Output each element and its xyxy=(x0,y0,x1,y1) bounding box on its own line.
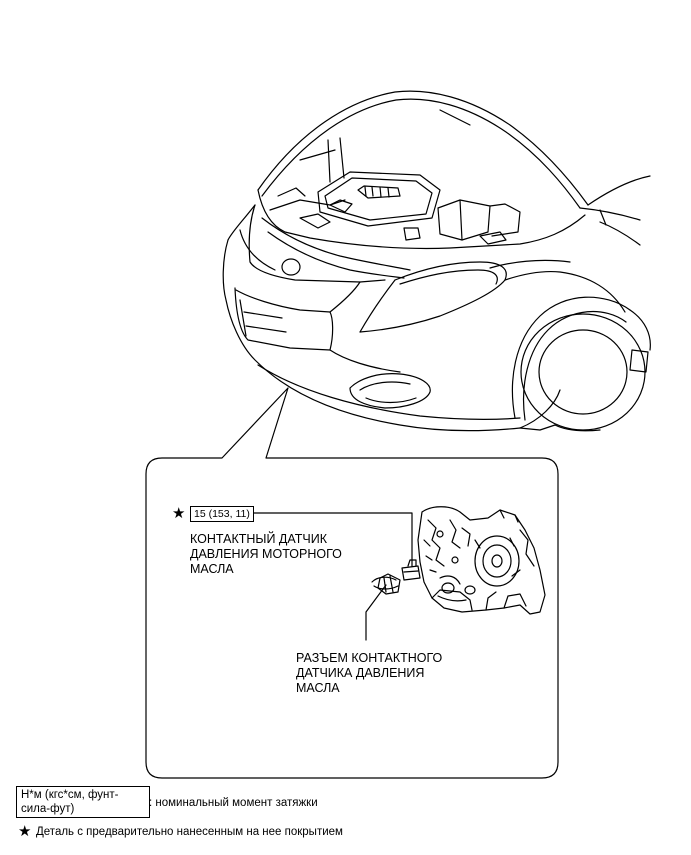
car-front-illustration xyxy=(222,90,651,432)
engine-block-illustration xyxy=(417,506,546,615)
oil-pressure-switch-label: КОНТАКТНЫЙ ДАТЧИК ДАВЛЕНИЯ МОТОРНОГО МАС… xyxy=(190,532,342,576)
star-legend-text: Деталь с предварительно нанесенным на не… xyxy=(36,826,343,838)
callout-frame xyxy=(145,387,559,779)
torque-unit-legend-box: Н*м (кгс*см, фунт- сила-фут) xyxy=(16,786,150,818)
sensor-leader-line xyxy=(253,512,413,567)
oil-pressure-switch-illustration xyxy=(401,559,421,581)
star-marker: ★ xyxy=(172,505,186,522)
sensor-connector-illustration xyxy=(371,573,401,595)
star-legend-icon: ★ xyxy=(18,823,32,840)
torque-spec-box: 15 (153, 11) xyxy=(190,506,254,522)
connector-label: РАЗЪЕМ КОНТАКТНОГО ДАТЧИКА ДАВЛЕНИЯ МАСЛ… xyxy=(296,651,443,695)
connector-leader-line xyxy=(365,584,387,641)
torque-unit-legend-text: : номинальный момент затяжки xyxy=(149,797,318,809)
